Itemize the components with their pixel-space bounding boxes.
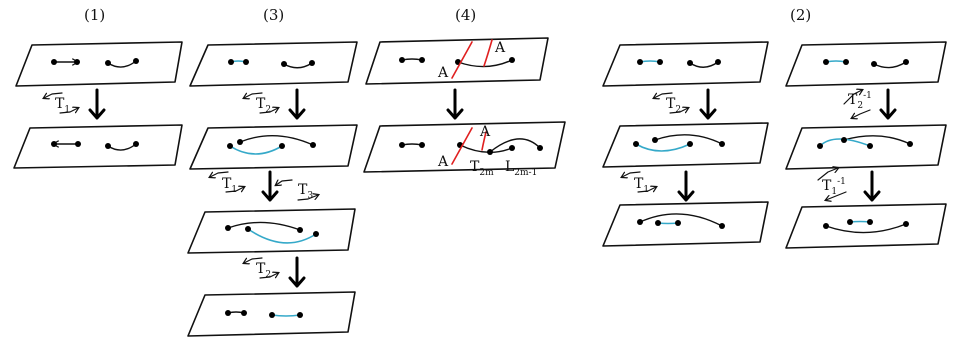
twist-t1-c2a: T1	[622, 171, 656, 195]
label-a-bottom-left: A	[437, 154, 449, 170]
twist-t2-c2a: T2	[654, 92, 688, 115]
label-a-bottom-right: A	[479, 124, 491, 140]
twist-t2-c3b: T2	[244, 257, 278, 280]
heading-col2: (2)	[790, 6, 811, 24]
twist-t1-c3: T1	[210, 171, 244, 195]
label-t1-c3: T1	[222, 176, 237, 195]
label-t2m: T2m	[470, 159, 494, 178]
sheet-c2a-1	[602, 41, 769, 87]
label-t1: T1	[55, 96, 70, 115]
arrow-c2a-2	[677, 170, 695, 202]
sheet-c2b-1	[785, 41, 947, 87]
twist-t2inv-c2b: T2-1	[843, 90, 872, 118]
label-t3: T3	[298, 182, 313, 201]
sheet-c4-bottom: A A T2m L2m-1	[363, 121, 566, 178]
label-a-top-right: A	[494, 40, 506, 56]
label-t2-c2a: T2	[666, 96, 681, 115]
sheet-c2a-3	[602, 201, 769, 247]
label-a-top-left: A	[437, 65, 449, 81]
arrow-c2b-2	[863, 170, 881, 202]
sheet-c3-2	[189, 124, 358, 170]
heading-col3: (3)	[263, 6, 284, 24]
arrow-c2b-1	[879, 88, 897, 120]
label-t2-c3b: T2	[256, 261, 271, 280]
arrow-c4	[446, 88, 464, 120]
sheet-c1-bottom	[13, 124, 183, 169]
heading-col4: (4)	[455, 6, 476, 24]
twist-t1inv-c2b: T1-1	[817, 168, 847, 200]
heading-col1: (1)	[84, 6, 105, 24]
sheet-c3-3	[187, 208, 356, 254]
arrow-c3-1	[288, 88, 306, 120]
label-t2: T2	[256, 96, 271, 115]
sheet-c4-top: A A	[365, 37, 549, 85]
label-t1-c2a: T1	[634, 176, 649, 195]
twist-t3-c3: T3	[276, 180, 318, 201]
sheet-c3-4	[187, 291, 356, 337]
arrow-c3-2a	[261, 170, 279, 202]
twist-t1-c1: T1	[44, 92, 78, 115]
arrow-c2a-1	[699, 88, 717, 120]
arrow-c3-3	[288, 256, 306, 288]
sheet-c2a-2	[602, 122, 769, 168]
label-l2m1: L2m-1	[505, 159, 537, 178]
sheet-c3-1	[189, 41, 358, 87]
arrow-c1	[88, 88, 106, 120]
label-t2-inverse: T2-1	[848, 91, 872, 111]
twist-t2-c3a: T2	[244, 92, 278, 115]
sheet-c2b-2	[785, 124, 947, 170]
label-t1-inverse: T1-1	[822, 177, 846, 197]
sheet-c1-top	[15, 41, 183, 87]
sheet-c2b-3	[785, 203, 947, 249]
